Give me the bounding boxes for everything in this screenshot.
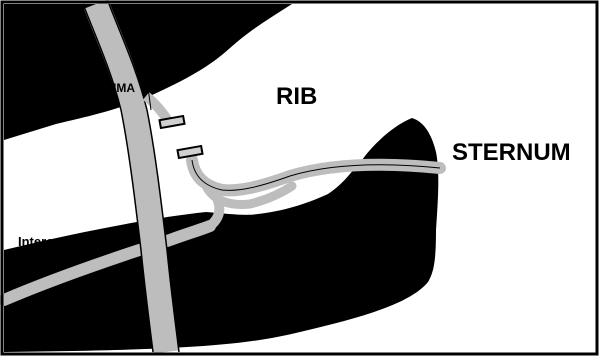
label-rib: RIB — [276, 83, 317, 110]
label-intercostal: Intercostal a. — [18, 234, 98, 249]
label-ima: IMA — [113, 81, 135, 95]
label-sternum: STERNUM — [452, 139, 571, 166]
